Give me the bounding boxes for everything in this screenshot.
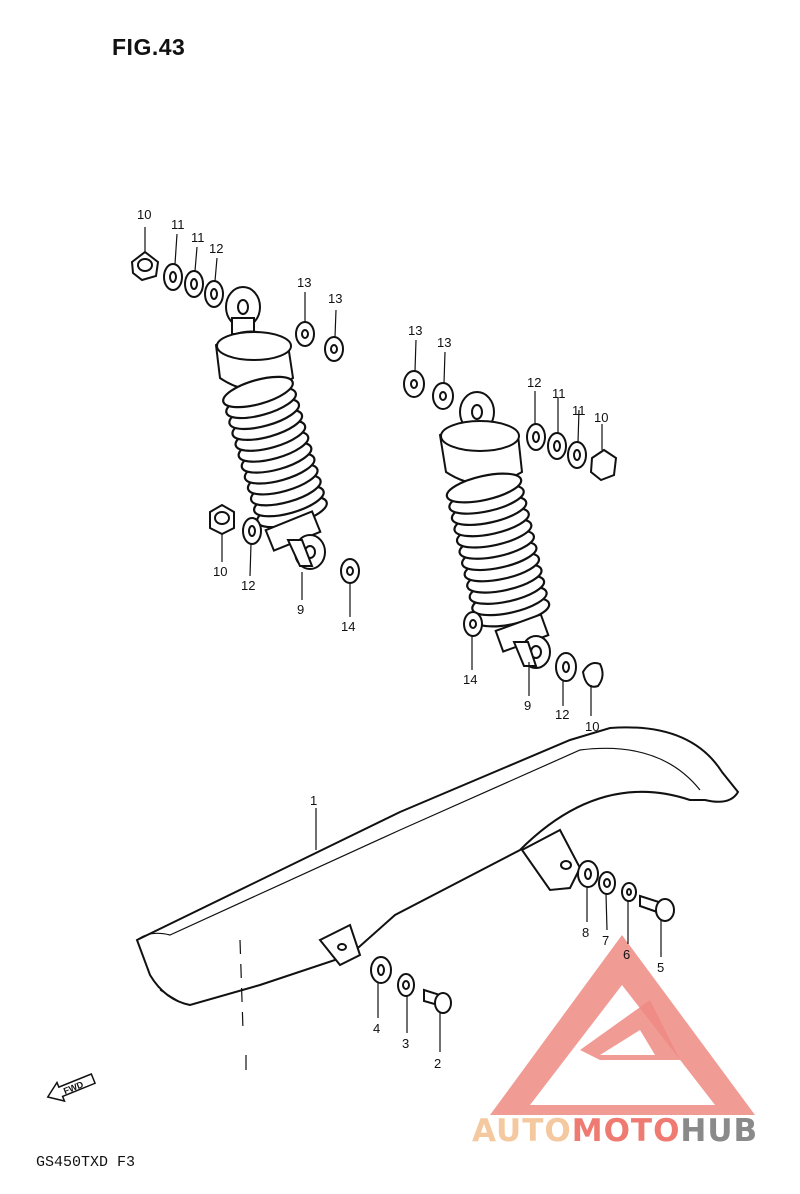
callout-9-left: 9 [297, 602, 304, 617]
fwd-label: FWD [62, 1079, 85, 1096]
brand-auto: AUTO [472, 1113, 572, 1149]
bolt-5-head [655, 898, 675, 922]
watermark-text: AUTOMOTOHUB [472, 1113, 758, 1149]
brand-moto: MOTO [572, 1113, 681, 1149]
callout-11b-left: 11 [191, 230, 205, 245]
callout-1: 1 [310, 793, 317, 808]
brand-hub: HUB [680, 1113, 758, 1149]
callout-7: 7 [602, 933, 609, 948]
callout-12-left-bottom: 12 [241, 578, 255, 593]
watermark-mark-cut [600, 1030, 655, 1055]
svg-text:AUTOMOTOHUB: AUTOMOTOHUB [472, 1113, 758, 1149]
callout-3: 3 [402, 1036, 409, 1051]
bolt-2-head [434, 992, 452, 1014]
watermark-logo [490, 935, 755, 1115]
callout-12-left-top: 12 [209, 241, 223, 256]
callout-10-right-top: 10 [594, 410, 608, 425]
callout-5: 5 [657, 960, 664, 975]
callout-4: 4 [373, 1021, 380, 1036]
callout-11a-left: 11 [171, 217, 185, 232]
spring-coil [222, 375, 294, 409]
model-code: GS450TXD F3 [36, 1154, 136, 1171]
fwd-arrow: FWD [46, 1073, 97, 1103]
callout-13b-right: 13 [437, 335, 451, 350]
callout-2: 2 [434, 1056, 441, 1071]
callout-14-left: 14 [341, 619, 355, 634]
hardware-right-top [403, 370, 618, 482]
callout-10-left-bottom: 10 [213, 564, 227, 579]
shock-absorber-right [438, 391, 551, 669]
figure-title: FIG.43 [112, 34, 186, 60]
callout-12-right-top: 12 [527, 375, 541, 390]
hardware-left-top [130, 250, 344, 362]
callout-10-right-bottom: 10 [585, 719, 599, 734]
callout-14-right: 14 [463, 672, 477, 687]
cap-nut-10-right-top [589, 448, 618, 482]
callout-10-left-top: 10 [137, 207, 151, 222]
callout-numbers: 10 11 11 12 13 13 10 12 9 14 13 13 12 11… [137, 207, 664, 1071]
callout-6: 6 [623, 947, 630, 962]
callout-12-right-bottom: 12 [555, 707, 569, 722]
leader-lines [144, 227, 662, 1052]
chain-case [135, 726, 740, 1070]
hardware-left-bottom [209, 503, 360, 584]
callout-11b-right: 11 [572, 403, 586, 418]
callout-8: 8 [582, 925, 589, 940]
callout-11a-right: 11 [552, 386, 566, 401]
callout-13b-left: 13 [328, 291, 342, 306]
case-hardware [370, 860, 675, 1014]
watermark-mark [580, 1000, 680, 1060]
cap-nut-10-right-bottom [581, 662, 604, 688]
callout-13a-right: 13 [408, 323, 422, 338]
spring-coil [445, 472, 523, 504]
shock-absorber-left [214, 286, 328, 570]
callout-13a-left: 13 [297, 275, 311, 290]
hardware-right-bottom [463, 611, 604, 688]
callout-9-right: 9 [524, 698, 531, 713]
